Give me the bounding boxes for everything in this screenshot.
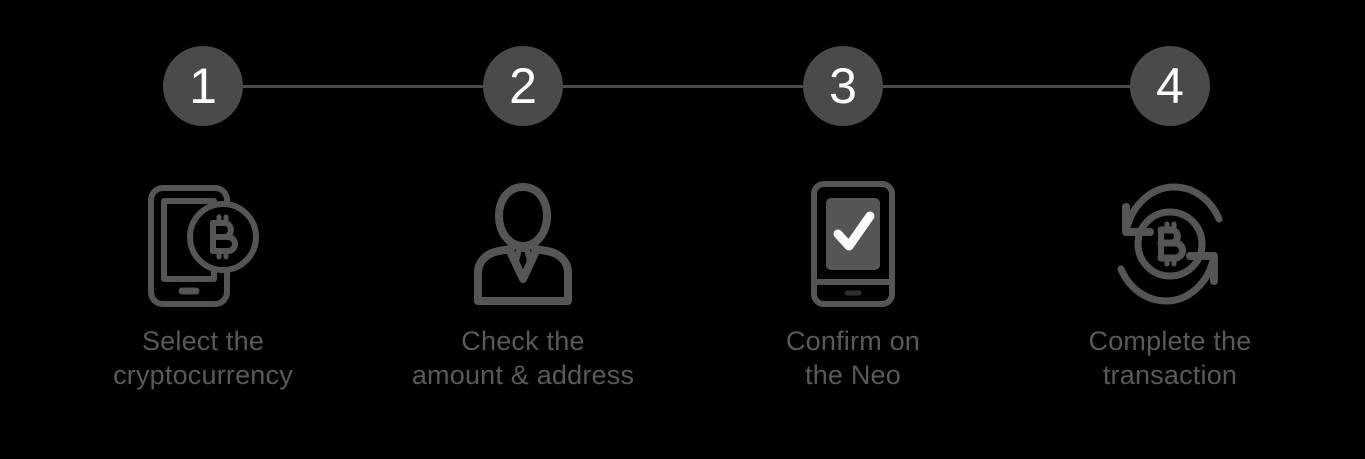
person-suit-icon [458,178,588,310]
step-caption-3-line1: Confirm on [785,326,921,356]
step-caption-1-line2: cryptocurrency [113,360,293,390]
step-caption-2-line2: amount & address [411,360,635,390]
step-caption-2: Check the amount & address [412,324,634,392]
step-number-3: 3 [829,58,857,114]
step-item-2: Check the amount & address [373,178,673,392]
step-number-4: 4 [1156,58,1184,114]
stepper-connector-3-4 [883,85,1130,88]
step-caption-3-line2: the Neo [805,360,901,390]
smartphone-bitcoin-icon [138,178,268,310]
step-caption-4: Complete the transaction [1089,324,1252,392]
step-item-3: Confirm on the Neo [703,178,1003,392]
step-circle-3[interactable]: 3 [803,46,883,126]
stepper-connector-2-3 [563,85,803,88]
step-caption-3: Confirm on the Neo [786,324,920,392]
step-circle-4[interactable]: 4 [1130,46,1210,126]
step-caption-2-line1: Check the [461,326,585,356]
step-circle-2[interactable]: 2 [483,46,563,126]
step-item-1: Select the cryptocurrency [53,178,353,392]
step-caption-1-line1: Select the [141,326,265,356]
phone-checkmark-icon [788,178,918,310]
step-number-1: 1 [189,58,217,114]
step-circle-1[interactable]: 1 [163,46,243,126]
step-caption-4-line2: transaction [1102,360,1238,390]
step-caption-4-line1: Complete the [1088,326,1252,356]
step-number-2: 2 [509,58,537,114]
step-item-4: Complete the transaction [1020,178,1320,392]
step-caption-1: Select the cryptocurrency [113,324,293,392]
stepper-connector-1-2 [243,85,483,88]
stepper: 1 2 3 4 [0,0,1365,175]
bitcoin-exchange-arrows-icon [1105,178,1235,310]
